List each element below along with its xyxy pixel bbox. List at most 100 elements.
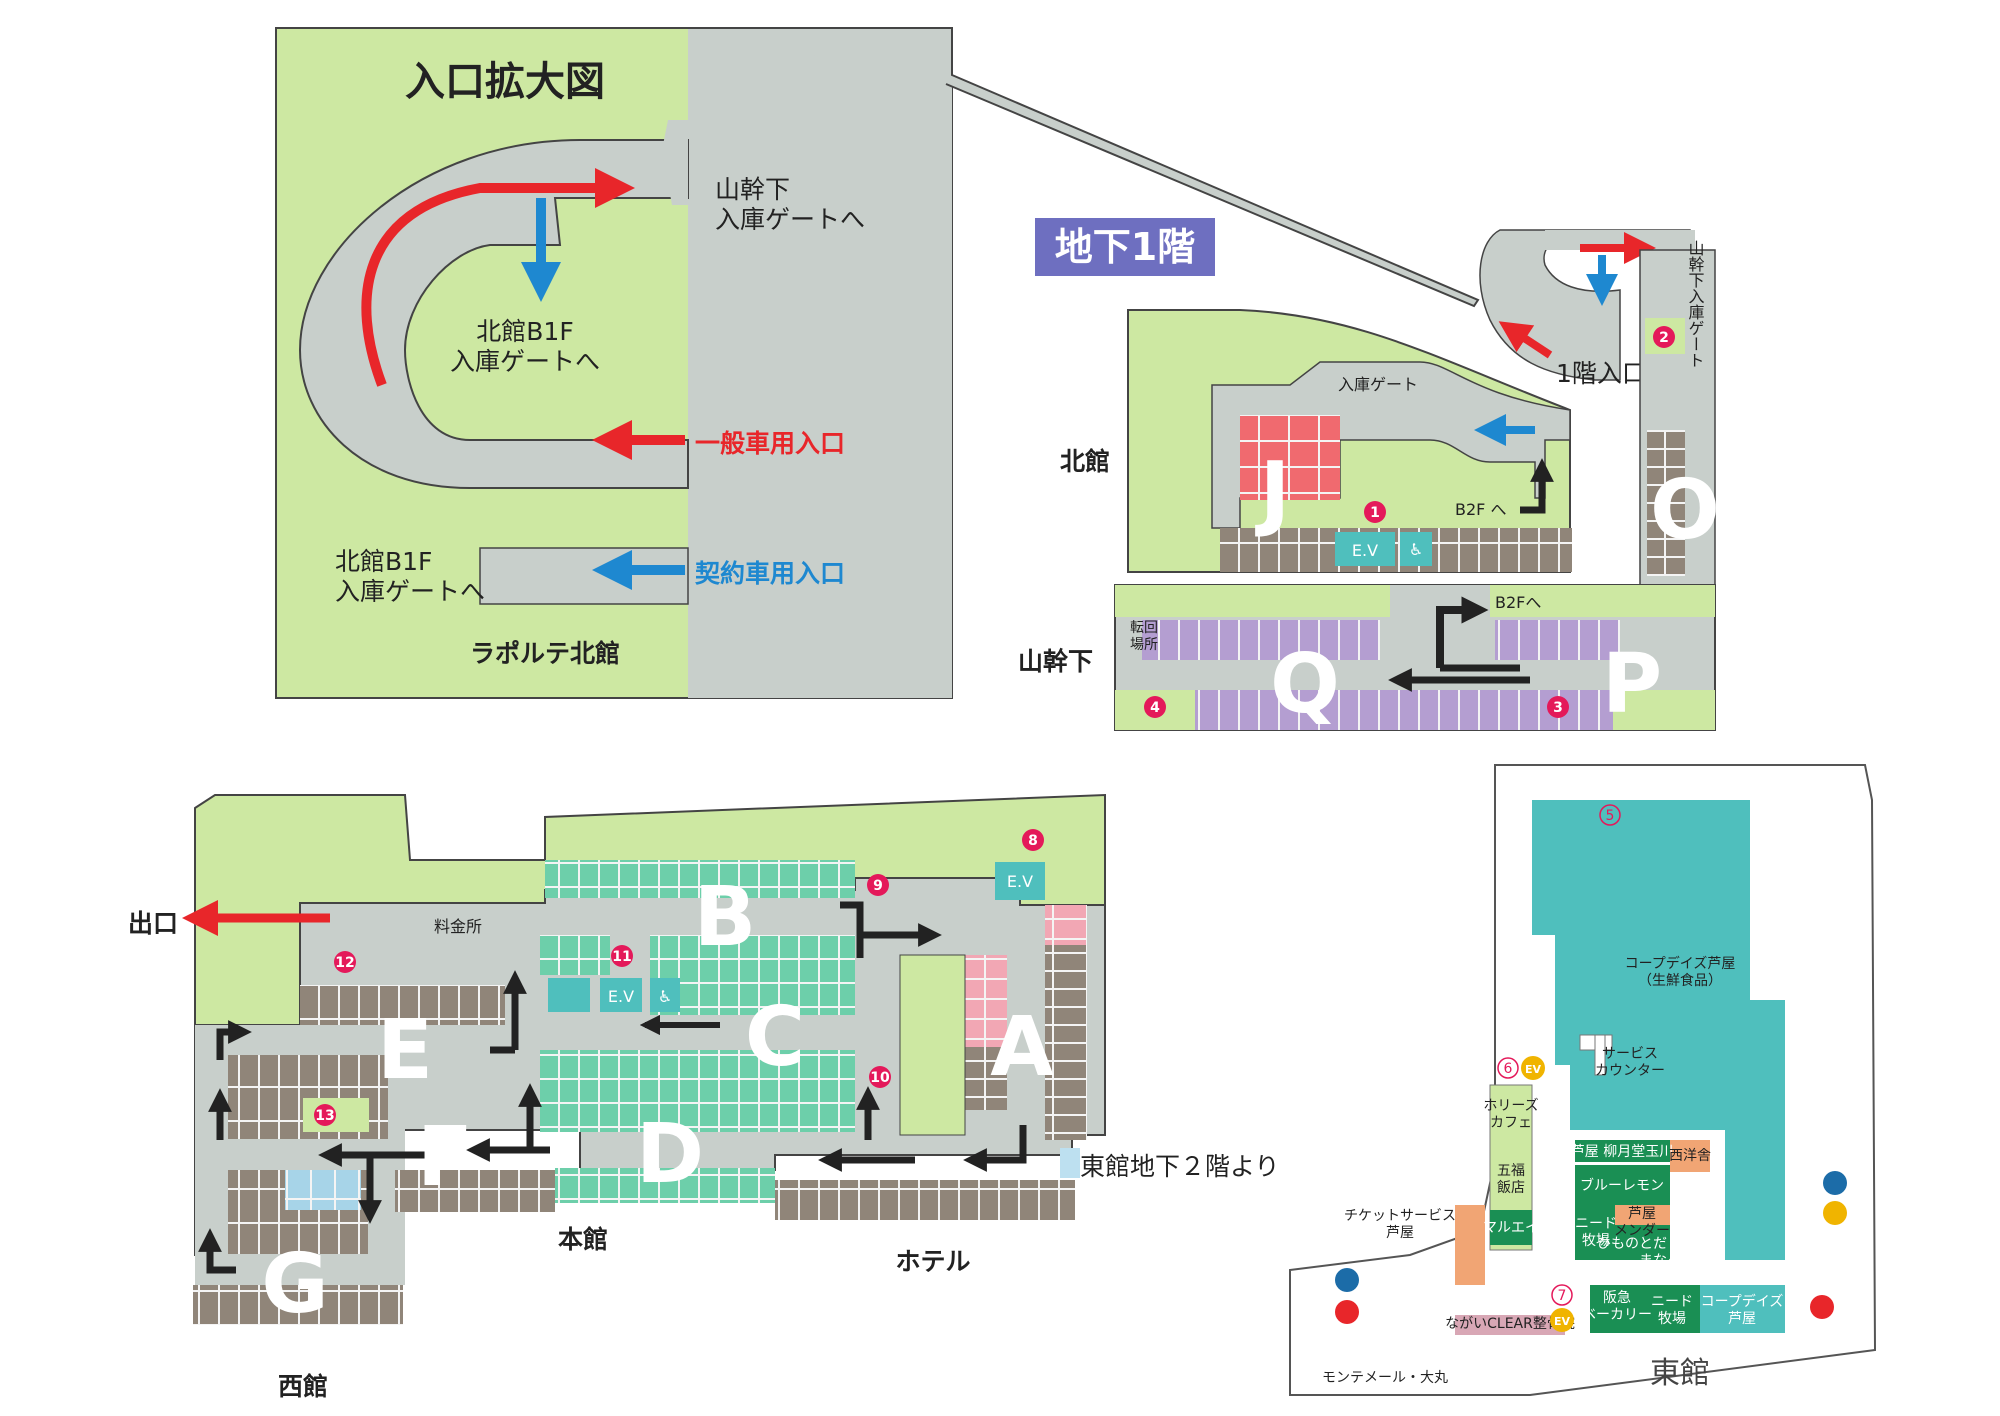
svg-text:EV: EV	[1554, 1315, 1571, 1328]
zone-f: F	[417, 1110, 473, 1205]
east-restroom-icon-right	[1823, 1171, 1847, 1195]
sankan-shita-label: 山幹下	[1018, 647, 1093, 676]
main-building-label: 本館	[558, 1225, 608, 1254]
to-b2f-label-2: B2Fへ	[1495, 593, 1541, 612]
entry-gate-label: 入庫ゲート	[1338, 375, 1418, 394]
general-entrance-label: 一般車用入口	[695, 429, 845, 458]
east-phone-icon-left	[1335, 1300, 1359, 1324]
montemer-label: モンテメール・大丸	[1322, 1370, 1448, 1386]
svg-text:♿: ♿	[658, 987, 672, 1006]
b1-marker-3: 3	[1547, 696, 1569, 718]
floor-badge-label: 地下1階	[1055, 225, 1195, 269]
svg-text:9: 9	[873, 878, 883, 894]
b1-ev-label: E.V	[1352, 541, 1378, 560]
west-building-label: 西館	[278, 1372, 328, 1401]
b1-marker-1: 1	[1364, 501, 1386, 523]
gekkeido-label: 芦屋 柳月堂玉川	[1571, 1143, 1673, 1160]
mender-label: 芦屋メンダー	[1614, 1206, 1670, 1239]
hotel-label: ホテル	[895, 1247, 970, 1276]
b2-ev-top-label: E.V	[1007, 872, 1033, 891]
b2-marker-12: 12	[334, 951, 356, 973]
blue-lemon-label: ブルーレモン	[1580, 1177, 1664, 1194]
maruei-label: マルエイ	[1483, 1220, 1539, 1236]
b2-marker-9: 9	[867, 874, 889, 896]
svg-text:7: 7	[1558, 1288, 1567, 1304]
zone-q: Q	[1270, 637, 1340, 732]
holys-cafe-label: ホリーズカフェ	[1483, 1098, 1538, 1131]
east-building-map: コープデイズ芦屋（生鮮食品） サービスカウンター ホリーズカフェ 五福飯店 マル…	[1289, 764, 1877, 1396]
nido-farm-1-label: ニード牧場	[1575, 1216, 1617, 1249]
east-phone-icon-right	[1810, 1295, 1834, 1319]
svg-text:3: 3	[1553, 700, 1563, 716]
east-ev-icon-1: EV	[1521, 1056, 1545, 1080]
b2-floor-map: E.V E.V ♿ 出口 料金所 本館 ホテル 西館 東館地下２階より A	[128, 793, 1280, 1401]
floor-badge	[1035, 218, 1215, 276]
zone-g: G	[261, 1237, 328, 1332]
b2-marker-13: 13	[314, 1104, 336, 1126]
svg-text:EV: EV	[1525, 1063, 1542, 1076]
svg-text:4: 4	[1150, 700, 1160, 716]
b2-marker-10: 10	[869, 1066, 891, 1088]
svg-text:6: 6	[1504, 1061, 1513, 1077]
zone-e: E	[377, 1003, 433, 1098]
coop-ashiya-label: コープデイズ芦屋	[1701, 1293, 1784, 1327]
east-marker-5: 5	[1599, 804, 1621, 826]
nagai-clear-label: ながいCLEAR整骨院	[1445, 1316, 1575, 1332]
zone-p: P	[1602, 637, 1662, 732]
from-east-label: 東館地下２階より	[1080, 1152, 1280, 1181]
zone-d: D	[636, 1107, 704, 1202]
b2-marker-8: 8	[1022, 829, 1044, 851]
b1-elevator	[1335, 532, 1395, 566]
east-ev-icon-2: EV	[1550, 1308, 1574, 1332]
svg-text:12: 12	[335, 955, 354, 971]
east-accessible-icon	[1823, 1201, 1847, 1225]
hankyu-bakery-label: 阪急ベーカリー	[1582, 1290, 1652, 1323]
inset-building-label: ラポルテ北館	[470, 639, 620, 668]
svg-text:13: 13	[315, 1108, 334, 1124]
b2-elevator-mid	[600, 978, 642, 1012]
nido-farm-2-label: ニード牧場	[1651, 1294, 1693, 1327]
svg-text:8: 8	[1028, 833, 1038, 849]
exit-label: 出口	[128, 909, 178, 938]
north-building-label: 北館	[1060, 447, 1110, 476]
sankan-gate-vertical-label: 山幹下入庫ゲート	[1686, 240, 1705, 368]
to-b2f-label-1: B2F へ	[1455, 500, 1506, 519]
b1-marker-2: 2	[1653, 326, 1675, 348]
to-sankan-gate-label: 山幹下入庫ゲートへ	[715, 175, 865, 234]
svg-text:1: 1	[1370, 505, 1380, 521]
east-restroom-icon-left	[1335, 1268, 1359, 1292]
zone-o: O	[1650, 463, 1720, 558]
zone-j: J	[1255, 445, 1291, 540]
b1-marker-4: 4	[1144, 696, 1166, 718]
east-building-label: 東館	[1650, 1356, 1710, 1391]
svg-text:2: 2	[1659, 330, 1669, 346]
wheelchair-icon	[650, 978, 680, 1012]
toll-label: 料金所	[434, 917, 482, 936]
zone-a: A	[990, 1000, 1054, 1095]
zone-c: C	[745, 990, 805, 1085]
b2-restroom-icon	[548, 978, 590, 1012]
b2-elevator-top	[995, 862, 1045, 900]
east-marker-6: 6	[1497, 1057, 1519, 1079]
svg-text:5: 5	[1606, 808, 1615, 824]
b2-marker-11: 11	[611, 945, 633, 967]
himono-label: ひものとだしのみせまなべ	[1597, 1236, 1723, 1269]
gofuku-label: 五福飯店	[1497, 1163, 1525, 1196]
b2-ev-mid-label: E.V	[608, 987, 634, 1006]
b1-floor-map: 地下1階 E.V ♿ 入庫ゲート B2F へ 北館 1階入口より 山幹下入庫ゲー…	[1018, 218, 1720, 732]
store-main-label: コープデイズ芦屋（生鮮食品）	[1625, 955, 1736, 989]
svg-text:10: 10	[870, 1070, 890, 1086]
zone-b: B	[694, 870, 757, 965]
service-counter-label: サービスカウンター	[1595, 1046, 1665, 1079]
seiyosha-label: 西洋舎	[1669, 1148, 1711, 1164]
contract-entrance-label: 契約車用入口	[695, 559, 845, 588]
ticket-service-label: チケットサービス芦屋	[1344, 1208, 1456, 1241]
inset-title: 入口拡大図	[405, 59, 605, 105]
svg-text:♿: ♿	[1409, 540, 1423, 559]
svg-text:11: 11	[612, 949, 631, 965]
b1-restroom-icon	[1400, 532, 1432, 566]
